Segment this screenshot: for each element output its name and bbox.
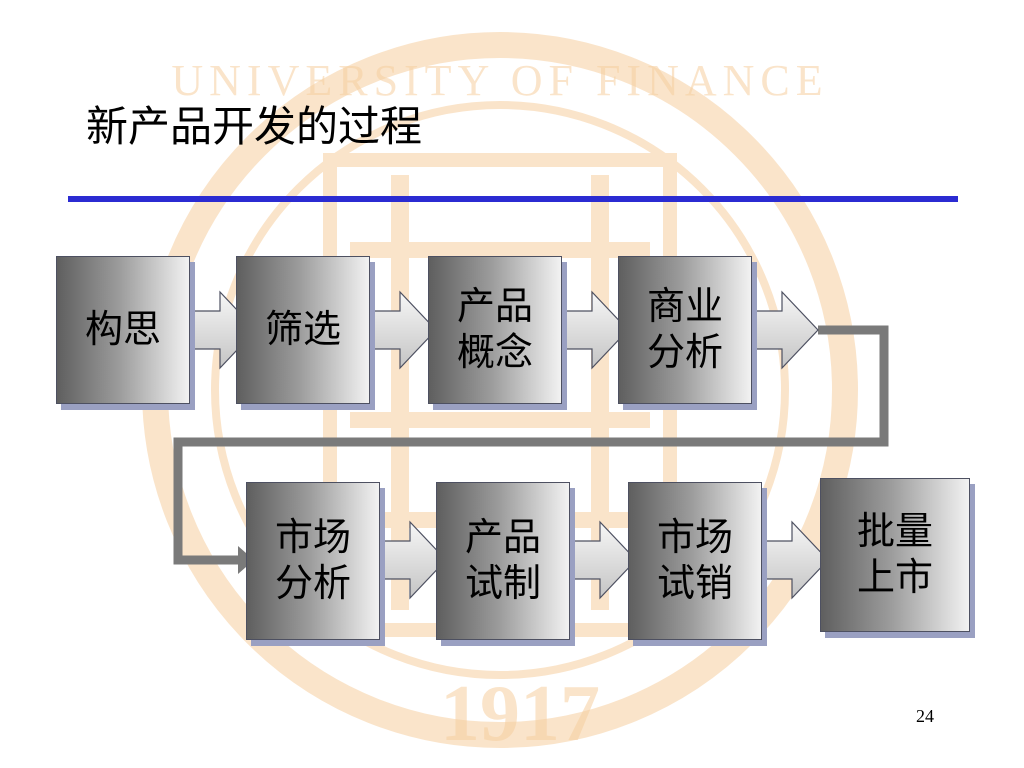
flow-arrow-4 <box>749 290 819 370</box>
step-market-analysis: 市场 分析 <box>246 482 380 640</box>
step-label: 批量 上市 <box>856 509 933 599</box>
step-test-marketing: 市场 试销 <box>628 482 762 640</box>
row-connector-line <box>173 325 889 565</box>
flow-arrow-2 <box>367 290 437 370</box>
flow-arrow-3 <box>559 290 629 370</box>
step-business-analysis: 商业 分析 <box>618 256 752 404</box>
step-label: 市场 试销 <box>656 515 733 605</box>
step-label: 筛选 <box>264 307 341 352</box>
watermark-year: 1917 <box>440 670 600 758</box>
step-label: 构思 <box>84 307 161 352</box>
flow-arrow-6 <box>567 520 637 600</box>
slide-title: 新产品开发的过程 <box>86 102 423 151</box>
watermark-top-text: UNIVERSITY OF FINANCE <box>171 56 828 105</box>
flow-arrow-5 <box>377 520 447 600</box>
step-label: 市场 分析 <box>274 515 351 605</box>
step-prototype: 产品 试制 <box>436 482 570 640</box>
step-label: 商业 分析 <box>646 284 723 374</box>
step-label: 产品 概念 <box>456 284 533 374</box>
step-commercialization: 批量 上市 <box>820 478 970 632</box>
step-label: 产品 试制 <box>464 515 541 605</box>
step-product-concept: 产品 概念 <box>428 256 562 404</box>
step-concept: 构思 <box>56 256 190 404</box>
step-screening: 筛选 <box>236 256 370 404</box>
page-number: 24 <box>916 706 934 726</box>
title-underline <box>68 196 958 202</box>
flow-arrow-7 <box>759 520 829 600</box>
